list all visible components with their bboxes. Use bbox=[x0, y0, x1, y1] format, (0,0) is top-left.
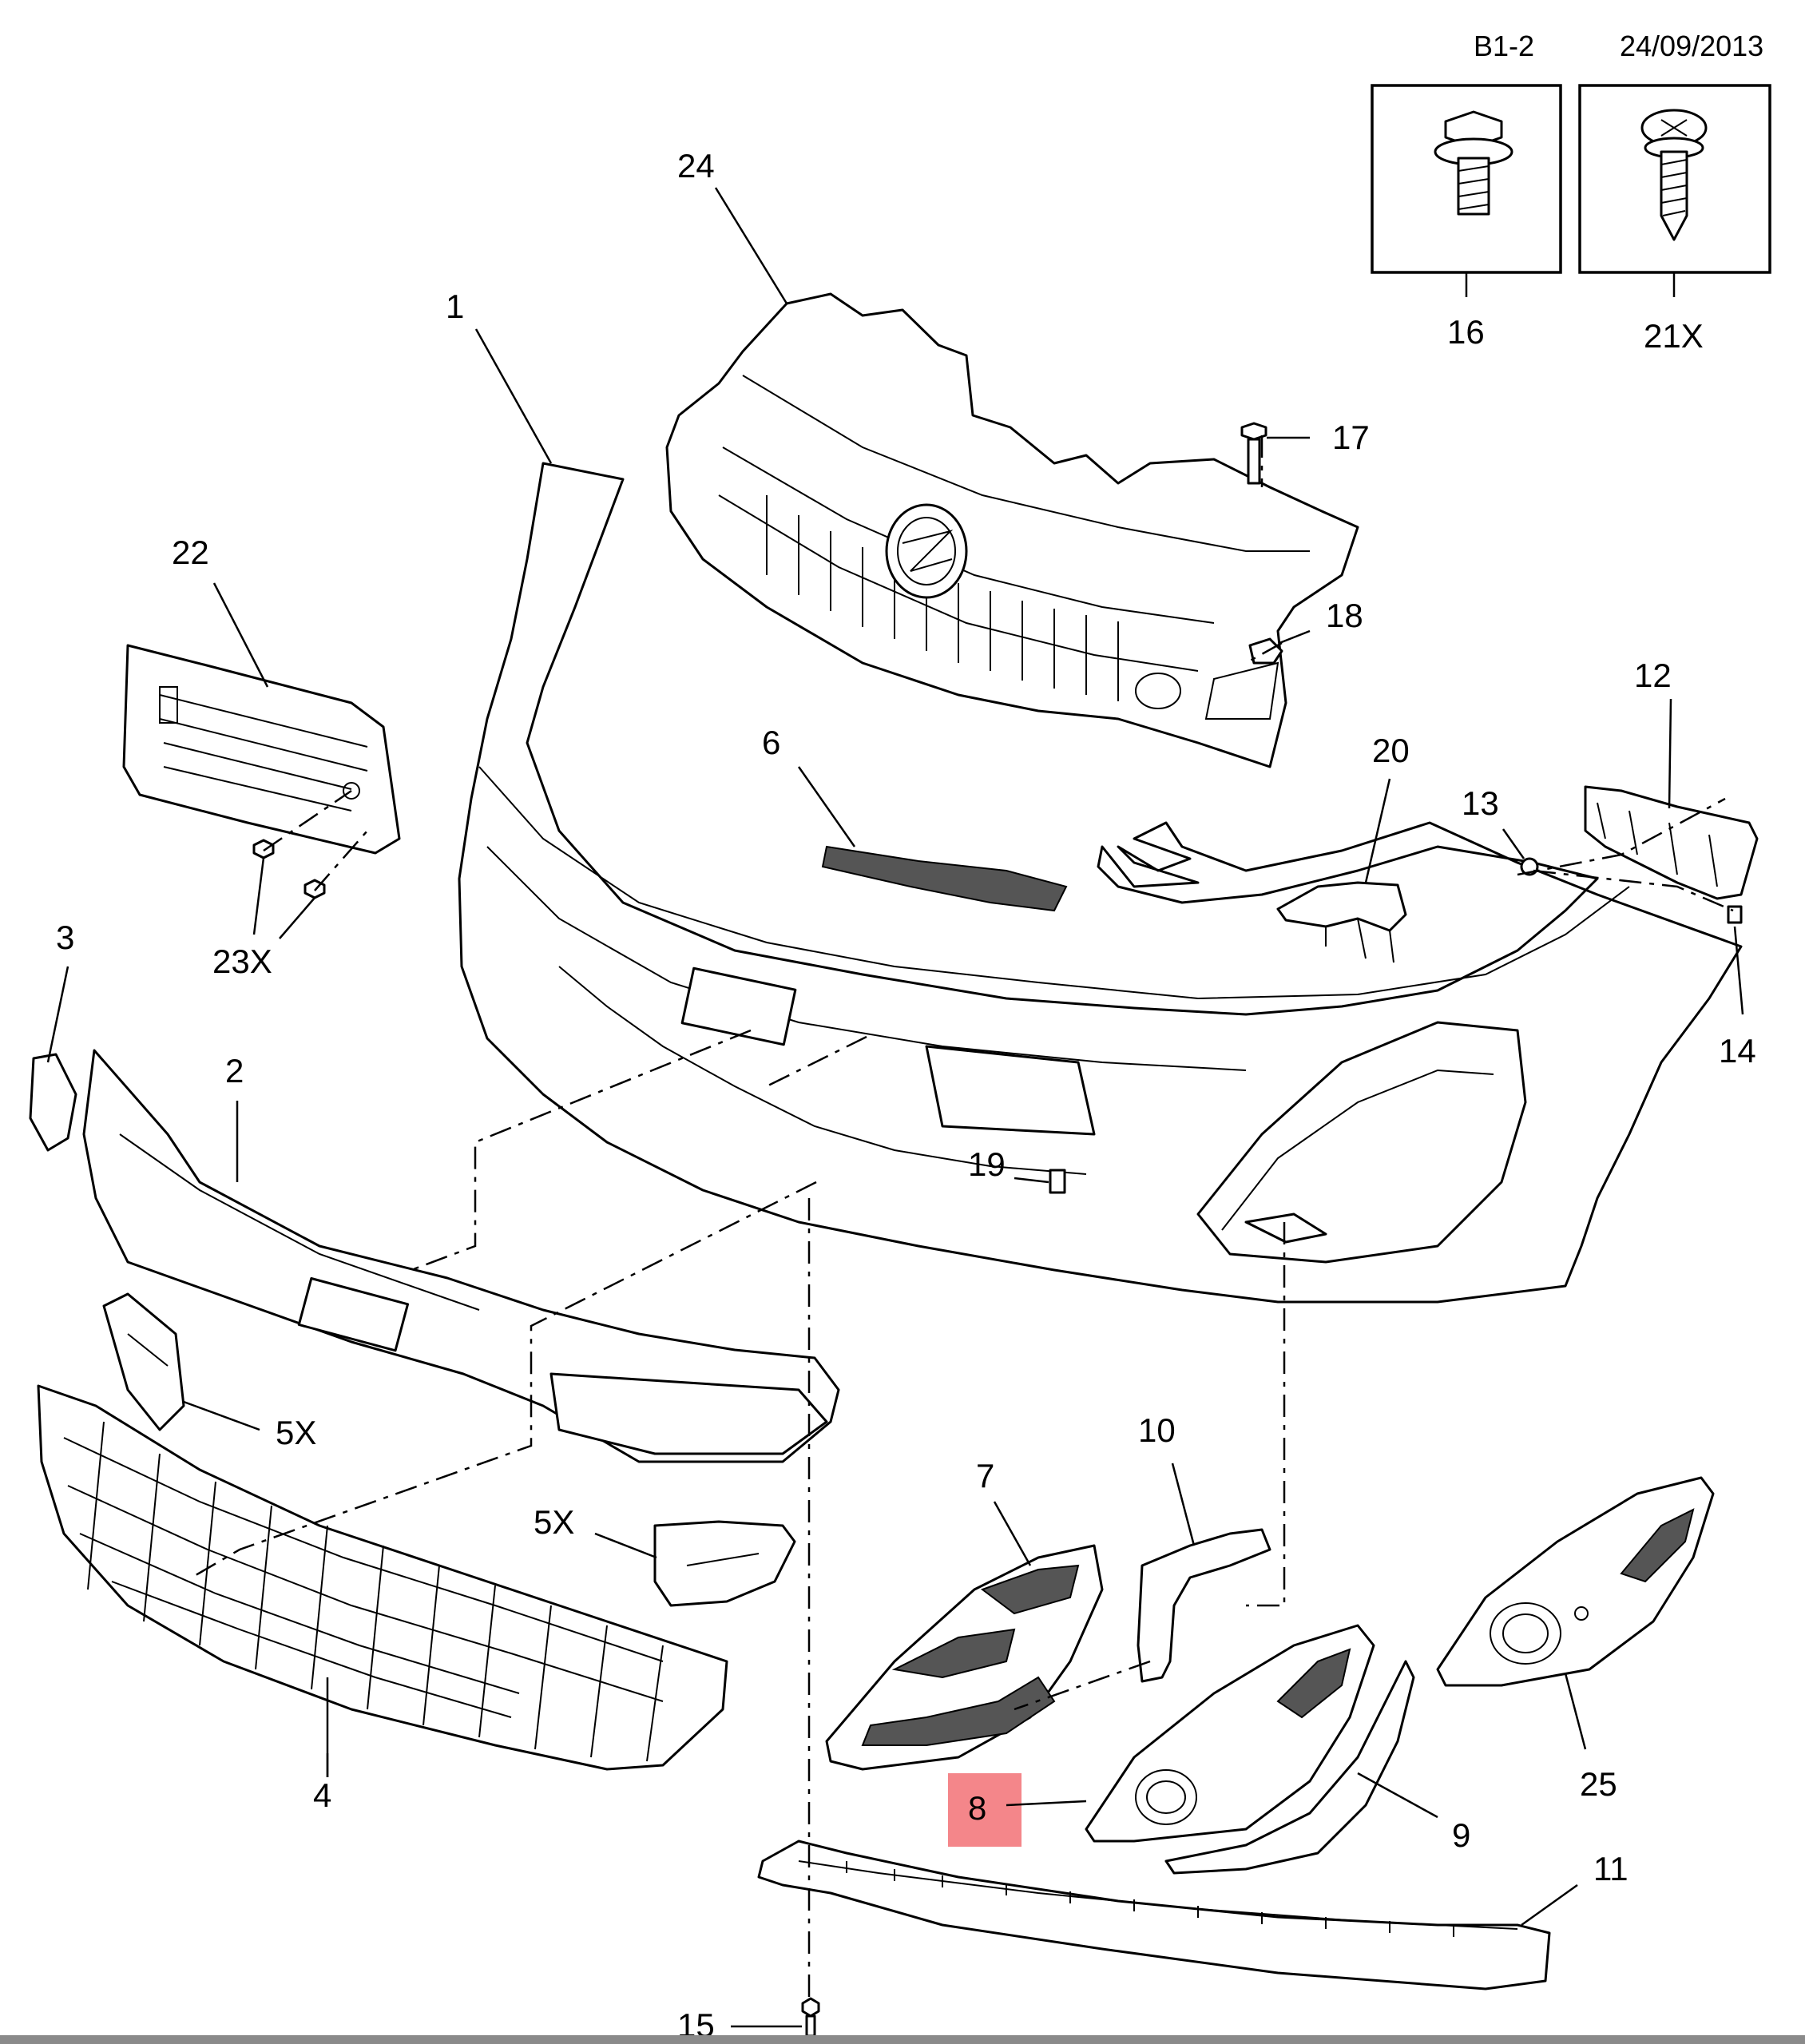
callout-13[interactable]: 13 bbox=[1462, 784, 1499, 822]
plate-recess bbox=[680, 966, 797, 1046]
bottom-border bbox=[0, 2035, 1805, 2044]
diagram-date: 24/09/2013 bbox=[1620, 30, 1763, 62]
screws-23x[interactable] bbox=[252, 839, 326, 939]
fastener-box-16[interactable] bbox=[1371, 84, 1562, 297]
callout-16[interactable]: 16 bbox=[1447, 313, 1485, 351]
mesh-insert-6[interactable] bbox=[821, 845, 1068, 912]
callout-10[interactable]: 10 bbox=[1138, 1411, 1176, 1449]
callout-1[interactable]: 1 bbox=[446, 288, 464, 325]
callout-24[interactable]: 24 bbox=[677, 147, 715, 185]
callout-19[interactable]: 19 bbox=[968, 1145, 1006, 1183]
tow-hook-cover-opening bbox=[297, 1276, 410, 1352]
callout-21x[interactable]: 21X bbox=[1644, 317, 1704, 355]
screw-17[interactable] bbox=[1240, 422, 1310, 485]
fog-lamp-bezel-25[interactable] bbox=[1436, 1476, 1715, 1687]
highlight-box-8 bbox=[948, 1773, 1022, 1847]
callout-6[interactable]: 6 bbox=[762, 724, 780, 761]
clip-19[interactable] bbox=[1014, 1169, 1066, 1194]
side-bracket-12[interactable] bbox=[1584, 785, 1759, 900]
side-insert-5x-left[interactable] bbox=[102, 1292, 185, 1431]
callout-18[interactable]: 18 bbox=[1326, 597, 1363, 634]
bracket-20[interactable] bbox=[1276, 881, 1407, 963]
callout-23x[interactable]: 23X bbox=[212, 943, 272, 980]
callout-2[interactable]: 2 bbox=[225, 1052, 244, 1089]
screw-15[interactable] bbox=[731, 1997, 820, 2038]
reference-code: B1-2 bbox=[1474, 30, 1534, 62]
callout-7[interactable]: 7 bbox=[976, 1457, 994, 1494]
fastener-box-21x[interactable] bbox=[1578, 84, 1771, 297]
lower-opening bbox=[925, 1045, 1096, 1136]
nut-13[interactable] bbox=[1502, 828, 1539, 876]
assembly-lines bbox=[191, 435, 1734, 2005]
fog-lamp-bezel-8[interactable] bbox=[1085, 1624, 1375, 1843]
license-plate-bracket-22[interactable] bbox=[122, 644, 401, 855]
callout-22[interactable]: 22 bbox=[172, 534, 209, 571]
lower-absorber-2[interactable] bbox=[82, 1049, 840, 1463]
callout-17[interactable]: 17 bbox=[1332, 419, 1370, 456]
callout-5x-a[interactable]: 5X bbox=[276, 1414, 316, 1451]
callout-5x-b[interactable]: 5X bbox=[534, 1503, 574, 1541]
fog-lamp-opening bbox=[1196, 1021, 1527, 1264]
callout-8[interactable]: 8 bbox=[968, 1789, 986, 1827]
callout-11[interactable]: 11 bbox=[1593, 1850, 1628, 1887]
callout-4[interactable]: 4 bbox=[313, 1776, 331, 1814]
bumper-cover-1[interactable] bbox=[458, 462, 1743, 1304]
lower-grille-4[interactable] bbox=[37, 1384, 728, 1771]
upper-grille-24[interactable] bbox=[665, 292, 1359, 768]
callout-14[interactable]: 14 bbox=[1719, 1032, 1756, 1070]
bracket-10[interactable] bbox=[1137, 1528, 1271, 1683]
grille-slats bbox=[766, 495, 1119, 701]
callout-9[interactable]: 9 bbox=[1452, 1816, 1470, 1854]
callout-20[interactable]: 20 bbox=[1372, 732, 1410, 769]
lower-grille-mesh bbox=[63, 1421, 664, 1762]
trim-strip-9[interactable] bbox=[1164, 1660, 1415, 1875]
callout-3[interactable]: 3 bbox=[56, 919, 74, 956]
fog-lamp-bezel-7[interactable] bbox=[825, 1544, 1104, 1771]
side-insert-5x-right[interactable] bbox=[653, 1520, 796, 1607]
callout-12[interactable]: 12 bbox=[1634, 657, 1672, 694]
lower-trim-11[interactable] bbox=[757, 1840, 1551, 1990]
end-cap-3[interactable] bbox=[29, 1053, 77, 1152]
callout-25[interactable]: 25 bbox=[1580, 1765, 1617, 1803]
